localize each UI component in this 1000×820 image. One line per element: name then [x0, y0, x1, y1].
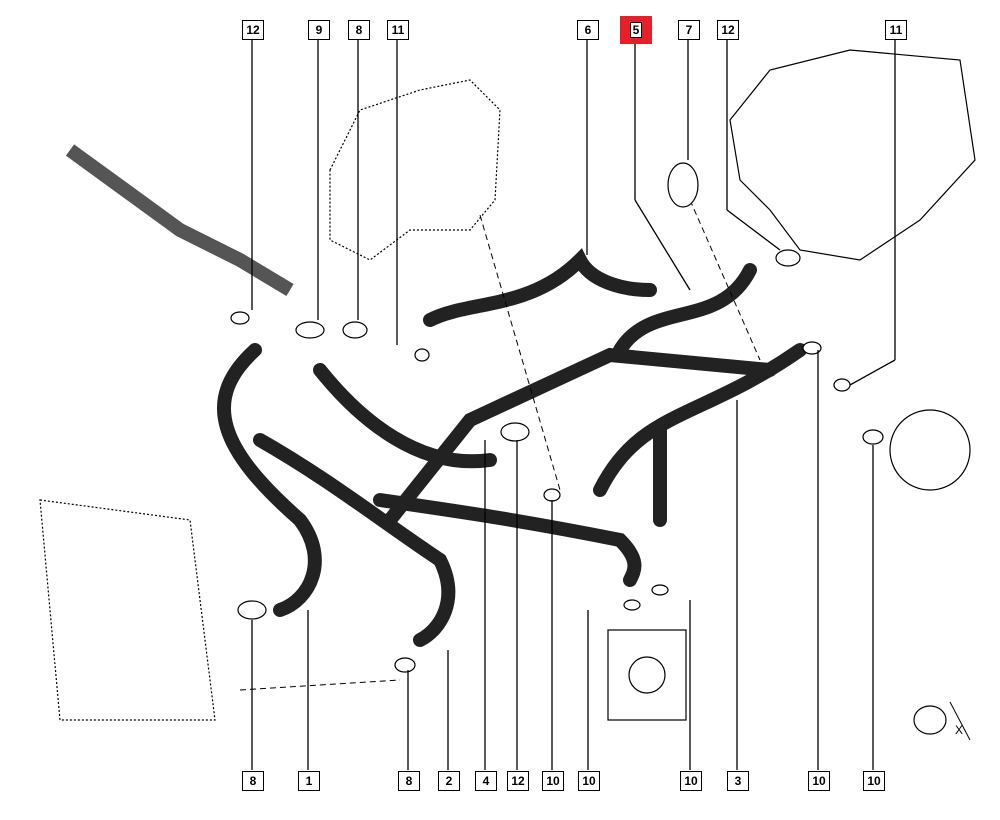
callout-8-bottom-left[interactable]: 8 [242, 771, 264, 791]
hose-lower [373, 493, 642, 587]
clamp-12-mid [500, 422, 530, 442]
callout-10-c[interactable]: 10 [680, 771, 702, 791]
callout-10-d[interactable]: 10 [808, 771, 830, 791]
clamp-8-left [237, 600, 267, 620]
callout-12-bottom[interactable]: 12 [507, 771, 529, 791]
callout-11-right[interactable]: 11 [885, 20, 907, 40]
clamp-10-c [651, 584, 669, 596]
callout-5-label: 5 [629, 22, 643, 38]
clamp-10-right [802, 341, 822, 355]
heater-unit [729, 49, 976, 261]
callout-10-b[interactable]: 10 [578, 771, 600, 791]
callout-2[interactable]: 2 [438, 771, 460, 791]
expansion-tank [889, 409, 971, 491]
connector-7 [667, 162, 699, 208]
clamp-9 [295, 321, 325, 339]
clamp-11-right [833, 378, 851, 392]
callout-10-a[interactable]: 10 [542, 771, 564, 791]
callout-11[interactable]: 11 [387, 20, 409, 40]
callout-1[interactable]: 1 [298, 771, 320, 791]
water-pipe [65, 144, 294, 297]
dimension-label: X [955, 723, 963, 737]
callout-12-right[interactable]: 12 [717, 20, 739, 40]
clamp-detail [913, 705, 947, 735]
oil-cooler [607, 629, 687, 721]
callout-3[interactable]: 3 [727, 771, 749, 791]
hose-1 [216, 343, 322, 617]
clamp-10-b [623, 599, 641, 611]
callout-7[interactable]: 7 [678, 20, 700, 40]
clamp-8-top [342, 321, 368, 339]
hose-4 [313, 363, 497, 469]
clamp-11-left [414, 348, 430, 362]
callout-9[interactable]: 9 [308, 20, 330, 40]
clamp-12-right [775, 249, 801, 267]
callout-6[interactable]: 6 [577, 20, 599, 40]
dimension-arrow [949, 701, 971, 741]
radiator [39, 499, 216, 721]
engine-block [329, 79, 501, 261]
hose-6 [423, 248, 657, 327]
callout-10-e[interactable]: 10 [863, 771, 885, 791]
hose-main [383, 347, 777, 527]
callout-4[interactable]: 4 [475, 771, 497, 791]
hose-5 [613, 263, 757, 357]
clamp-10-tank [862, 429, 884, 445]
callout-8-bottom[interactable]: 8 [398, 771, 420, 791]
clamp-12-left [230, 311, 250, 325]
callout-5-highlighted[interactable]: 5 [620, 16, 652, 44]
clamp-8-bottom [394, 657, 416, 673]
hose-2 [253, 433, 456, 647]
callout-12[interactable]: 12 [242, 20, 264, 40]
clamp-10-a [543, 488, 561, 502]
callout-8[interactable]: 8 [348, 20, 370, 40]
